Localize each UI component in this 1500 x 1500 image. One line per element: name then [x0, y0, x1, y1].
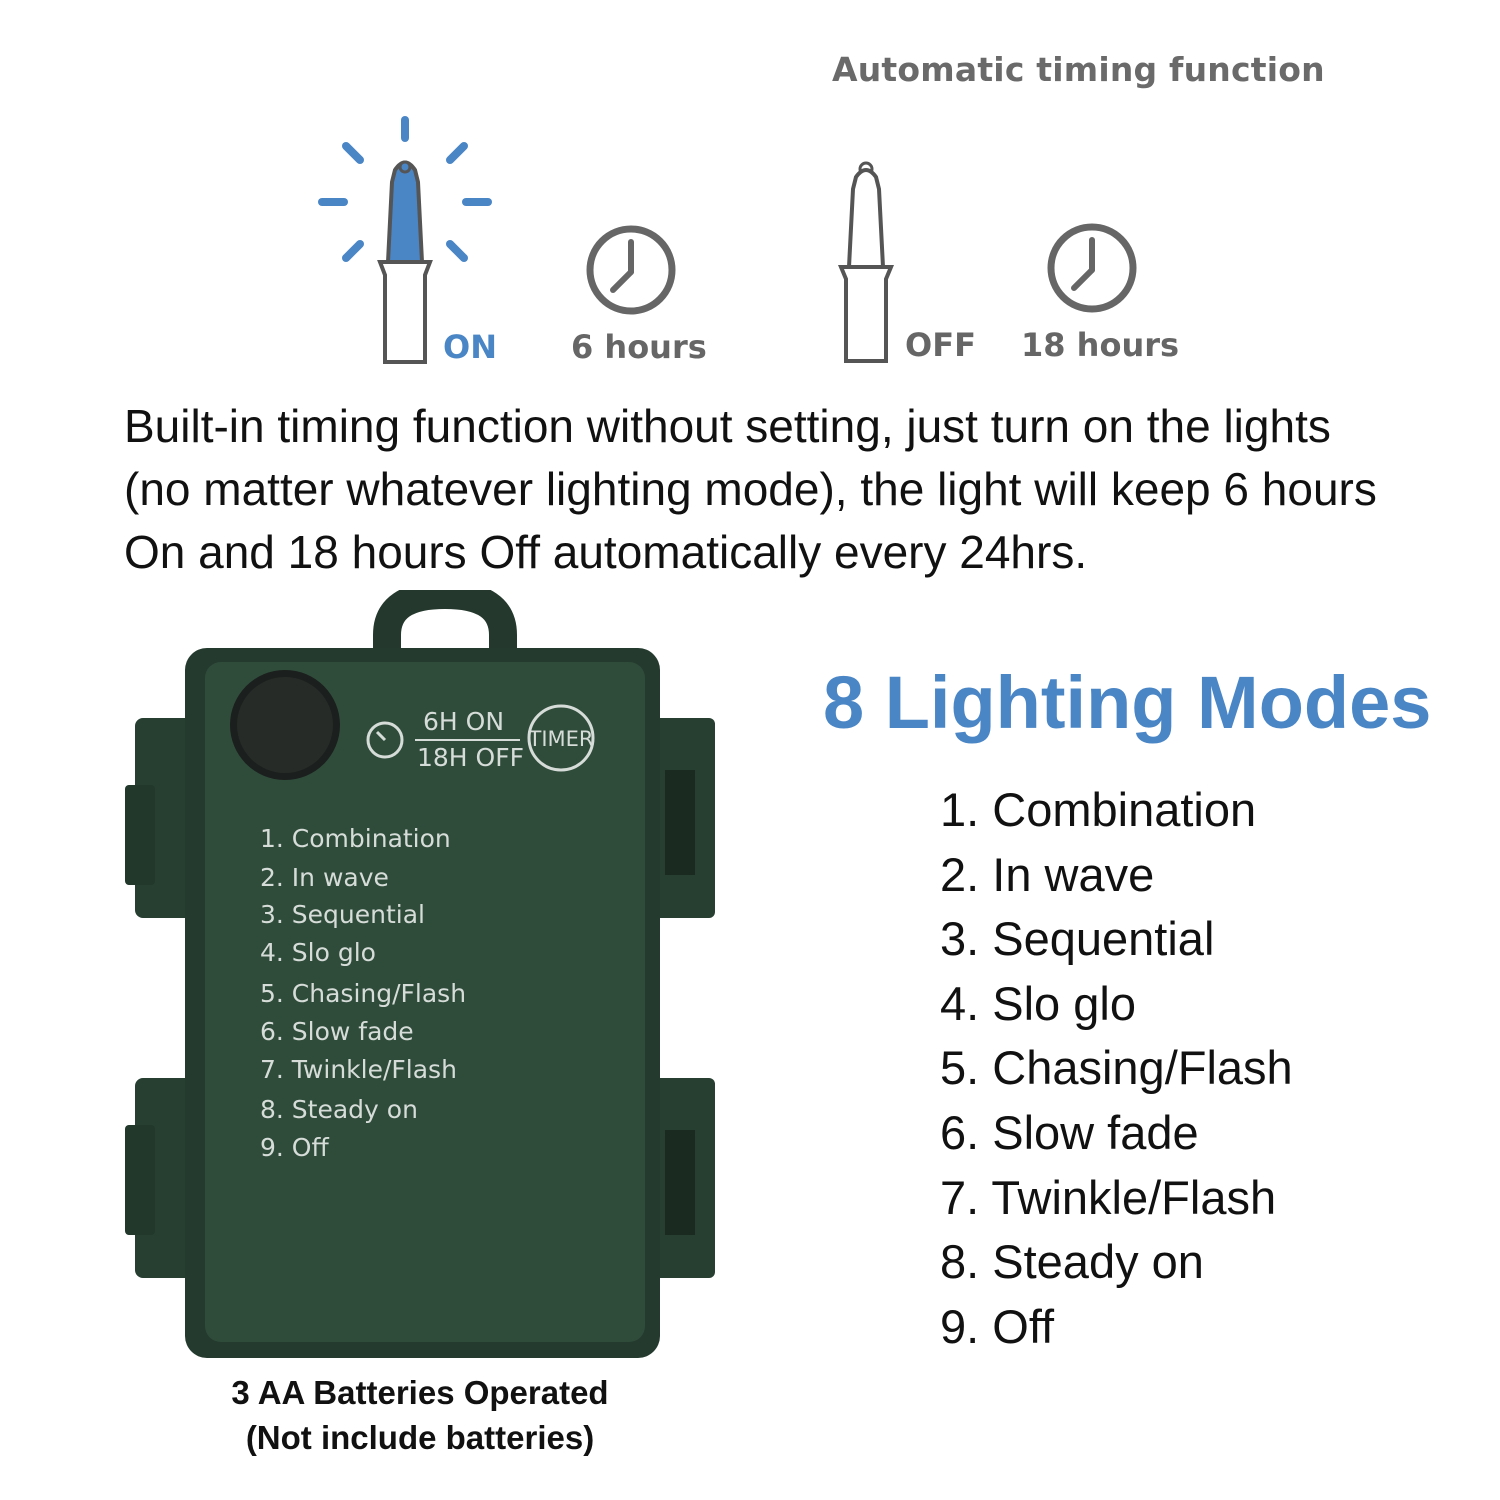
timing-subtitle: Automatic timing function: [832, 50, 1325, 89]
lighting-modes-list: 1. Combination 2. In wave 3. Sequential …: [940, 778, 1293, 1359]
list-item: 8. Steady on: [940, 1235, 1204, 1289]
box-mode-item: 6. Slow fade: [260, 1017, 414, 1046]
box-mode-item: 8. Steady on: [260, 1095, 418, 1124]
list-item: 5. Chasing/Flash: [940, 1041, 1293, 1095]
description-line: On and 18 hours Off automatically every …: [124, 526, 1088, 578]
lighting-modes-title: 8 Lighting Modes: [823, 661, 1432, 744]
list-item: 1. Combination: [940, 783, 1257, 836]
battery-box: 6H ON 18H OFF TIMER 1. Combination 2. In…: [125, 590, 715, 1358]
unlit-bulb-icon: [838, 161, 894, 363]
list-item: 6. Slow fade: [940, 1105, 1199, 1159]
timer-top-text: 6H ON: [423, 707, 504, 736]
description-line: (no matter whatever lighting mode), the …: [124, 463, 1377, 515]
box-mode-item: 1. Combination: [260, 824, 451, 853]
off-duration: 18 hours: [1021, 326, 1180, 364]
caption-line: 3 AA Batteries Operated: [231, 1374, 609, 1411]
list-item: 3. Sequential: [940, 912, 1215, 966]
caption-line: (Not include batteries): [245, 1419, 595, 1456]
box-mode-item: 2. In wave: [260, 863, 389, 892]
clock-icon: [586, 225, 676, 315]
list-item: 9. Off: [940, 1299, 1055, 1353]
list-item: 4. Slo glo: [940, 976, 1136, 1030]
timer-button-text: TIMER: [528, 727, 594, 751]
box-mode-item: 7. Twinkle/Flash: [260, 1055, 457, 1084]
box-mode-item: 5. Chasing/Flash: [260, 979, 466, 1008]
battery-caption: 3 AA Batteries Operated (Not include bat…: [170, 1370, 670, 1460]
timing-description: Built-in timing function without setting…: [124, 395, 1464, 584]
off-label: OFF: [905, 326, 976, 364]
list-item: 7. Twinkle/Flash: [940, 1170, 1277, 1224]
lit-bulb-icon: [318, 116, 492, 364]
clock-icon: [1047, 223, 1137, 313]
timer-bottom-text: 18H OFF: [417, 743, 524, 772]
on-duration: 6 hours: [571, 328, 707, 366]
box-mode-item: 3. Sequential: [260, 900, 425, 929]
on-label: ON: [443, 328, 497, 366]
box-mode-item: 4. Slo glo: [260, 938, 376, 967]
description-line: Built-in timing function without setting…: [124, 400, 1331, 452]
box-mode-item: 9. Off: [260, 1133, 329, 1162]
list-item: 2. In wave: [940, 847, 1155, 901]
